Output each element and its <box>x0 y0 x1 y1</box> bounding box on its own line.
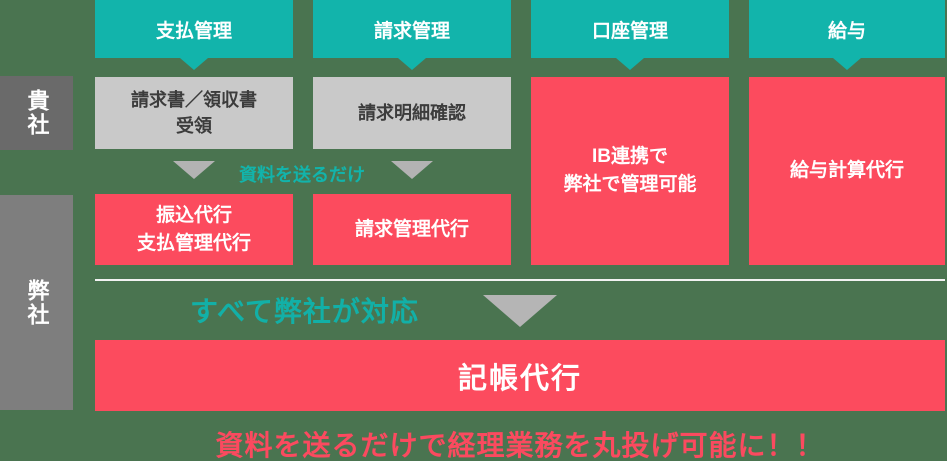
our-service-box-payment: 振込代行 支払管理代行 <box>95 194 293 265</box>
header-down-arrow-icon <box>398 58 426 70</box>
send-documents-note: 資料を送るだけ <box>239 165 365 185</box>
column-header-payroll: 給与 <box>749 0 945 58</box>
down-arrow-icon <box>173 161 215 179</box>
all-handled-note: すべて弊社が対応 <box>190 296 419 327</box>
customer-task-line: 請求書／領収書 <box>131 89 257 110</box>
bookkeeping-box: 記帳代行 <box>95 340 945 411</box>
our-company-label-text: 弊社 <box>24 278 50 327</box>
column-header-payment-text: 支払管理 <box>155 20 232 42</box>
our-service-line: 振込代行 <box>155 204 232 226</box>
customer-task-box-payment: 請求書／領収書 受領 <box>95 77 293 149</box>
our-service-line: IB連携で <box>591 146 668 168</box>
customer-task-line: 請求明細確認 <box>358 102 466 123</box>
our-service-line: 請求管理代行 <box>354 218 469 240</box>
our-service-line: 給与計算代行 <box>789 160 904 182</box>
header-down-arrow-icon <box>180 58 208 70</box>
column-header-billing: 請求管理 <box>313 0 511 58</box>
our-service-line: 支払管理代行 <box>136 232 251 254</box>
divider-line <box>95 279 945 281</box>
your-company-label: 貴社 <box>0 76 73 150</box>
column-header-billing-text: 請求管理 <box>373 20 450 42</box>
our-service-line: 弊社で管理可能 <box>563 174 697 195</box>
down-arrow-icon <box>391 161 433 179</box>
our-service-box-payroll: 給与計算代行 <box>749 77 945 265</box>
column-header-payment: 支払管理 <box>95 0 293 58</box>
our-company-label: 弊社 <box>0 195 73 410</box>
customer-task-box-billing: 請求明細確認 <box>313 77 511 149</box>
header-down-arrow-icon <box>833 58 861 70</box>
our-service-box-billing: 請求管理代行 <box>313 194 511 265</box>
header-down-arrow-icon <box>616 58 644 70</box>
column-header-account-text: 口座管理 <box>591 20 668 42</box>
customer-task-line: 受領 <box>176 116 212 136</box>
column-header-payroll-text: 給与 <box>827 20 866 42</box>
bottom-caption: 資料を送るだけで経理業務を丸投げ可能に！！ <box>215 430 825 461</box>
big-down-arrow-icon <box>483 295 557 327</box>
bookkeeping-box-label: 記帳代行 <box>457 362 582 395</box>
column-header-account: 口座管理 <box>531 0 729 58</box>
our-service-box-account: IB連携で 弊社で管理可能 <box>531 77 729 265</box>
your-company-label-text: 貴社 <box>24 89 50 137</box>
